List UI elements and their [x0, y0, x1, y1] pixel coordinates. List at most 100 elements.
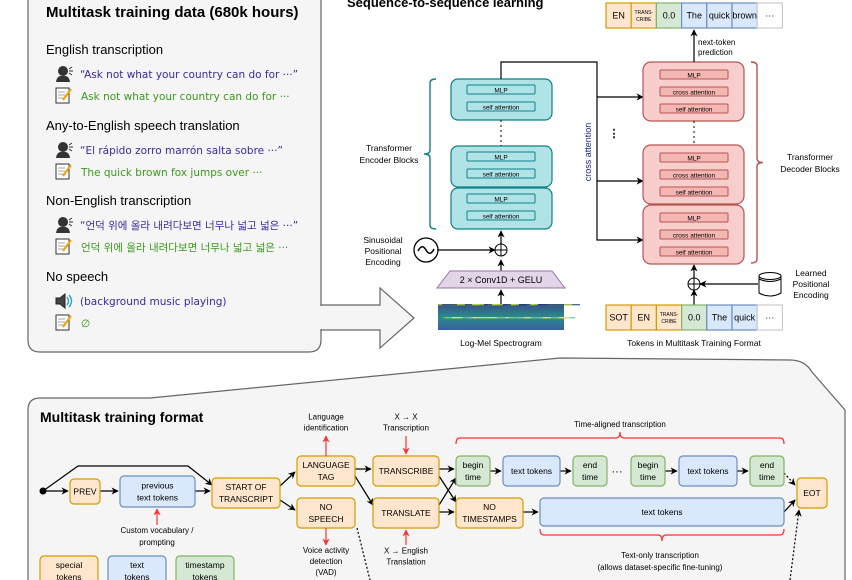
- brace: [455, 431, 785, 445]
- speech-sample: “Ask not what your country can do for ··…: [80, 69, 298, 81]
- cross-attention-layer: [659, 229, 729, 240]
- prev-token-box: [69, 478, 101, 505]
- learned-label: Positional: [793, 279, 830, 289]
- mlp-layer: [659, 69, 729, 80]
- head: [58, 66, 68, 76]
- sinusoid-label: Sinusoidal: [363, 235, 402, 245]
- head: [58, 217, 68, 227]
- sot-token-box: [211, 477, 281, 509]
- panel-title: Multitask training data (680k hours): [46, 4, 299, 21]
- sinusoid-label: Positional: [365, 246, 402, 256]
- pencil: [62, 88, 72, 101]
- label: text: [130, 560, 144, 570]
- custom-vocab-label: prompting: [139, 538, 175, 547]
- spectrogram-texture: [458, 304, 473, 306]
- mlp-label: MLP: [687, 216, 700, 223]
- token-box: [630, 304, 658, 331]
- speech-sample: (background music playing): [80, 296, 226, 308]
- spectrogram-texture: [534, 304, 543, 306]
- text-tokens-long-token: text tokens: [539, 497, 785, 527]
- token: EN: [630, 304, 658, 331]
- spectrogram-texture: [465, 317, 471, 319]
- spectrogram-texture: [510, 304, 519, 306]
- label: EN: [638, 313, 651, 323]
- token: 0.0: [655, 2, 683, 29]
- next-token-label: prediction: [698, 48, 733, 57]
- label: quick: [709, 11, 731, 21]
- ellipsis: ⋮: [609, 128, 620, 140]
- cylinder-ring: [758, 278, 782, 282]
- decoder-label: Decoder Blocks: [780, 164, 840, 174]
- previous-text-token-box: [119, 475, 196, 508]
- eot-token: EOT: [796, 477, 828, 509]
- label: NO: [483, 502, 496, 512]
- lines: [58, 167, 65, 175]
- memo-icon: [55, 87, 72, 104]
- time-aligned-label: Time-aligned transcription: [574, 420, 666, 429]
- self-attention-label: self attention: [676, 250, 713, 257]
- begin-time-2-token-box: [630, 455, 666, 487]
- text-only-label: Text-only transcription: [621, 551, 699, 560]
- add-cross: [495, 244, 507, 256]
- label: tokens: [56, 572, 81, 580]
- mlp-label: MLP: [494, 197, 507, 204]
- cross-attention-label: cross attention: [673, 90, 716, 97]
- label: TRANS-: [634, 10, 653, 16]
- head: [58, 142, 68, 152]
- cross-attention-label: cross attention: [673, 233, 716, 240]
- mlp-label: MLP: [687, 156, 700, 163]
- spectrogram-texture: [457, 317, 463, 319]
- sound-waves: [66, 294, 73, 308]
- spectrogram-texture: [459, 317, 468, 319]
- spectrogram-texture: [526, 304, 535, 306]
- x-to-x-label: Transcription: [383, 423, 429, 432]
- label: previous: [141, 480, 173, 490]
- mlp-label: MLP: [494, 155, 507, 162]
- token-box: [706, 304, 733, 331]
- arrow: [354, 475, 374, 506]
- spectrogram-texture: [480, 304, 492, 306]
- token: quick: [731, 304, 758, 331]
- legend-text-box: [107, 555, 167, 580]
- label: The: [686, 11, 702, 21]
- spectrogram-texture: [532, 304, 538, 306]
- vad-label: detection: [310, 557, 342, 566]
- no-timestamps-token-box: [455, 497, 524, 529]
- mlp-layer: [466, 151, 536, 162]
- spectrogram-texture: [479, 317, 497, 319]
- label: SPEECH: [309, 514, 344, 524]
- voice: [68, 217, 73, 227]
- spectrogram-texture: [518, 304, 527, 306]
- token-box: [756, 2, 784, 29]
- self-attention-layer: [659, 103, 729, 114]
- token: SOT: [605, 304, 632, 331]
- token: quick: [706, 2, 733, 29]
- speaking-head-icon: [56, 217, 73, 233]
- label: text tokens: [641, 507, 682, 517]
- text-tokens-1-token-box: [502, 455, 561, 487]
- transcribe-token: TRANSCRIBE: [372, 455, 440, 487]
- label: quick: [734, 313, 756, 323]
- self-attention-layer: [466, 210, 536, 221]
- brace: [423, 78, 437, 230]
- mlp-layer: [466, 84, 536, 95]
- memo-icon: [55, 163, 72, 180]
- body: [56, 226, 70, 233]
- section-heading: Any-to-English speech translation: [46, 118, 240, 133]
- mlp-label: MLP: [687, 73, 700, 80]
- big-arrow-icon: [320, 286, 415, 350]
- speaking-head-icon: [56, 142, 73, 158]
- token: ···: [756, 304, 784, 331]
- spectrogram-texture: [547, 317, 559, 319]
- section-heading: No speech: [46, 269, 108, 284]
- ellipsis: ···: [612, 466, 623, 478]
- token: ···: [756, 2, 784, 29]
- cross-attention-label: cross attention: [583, 123, 593, 182]
